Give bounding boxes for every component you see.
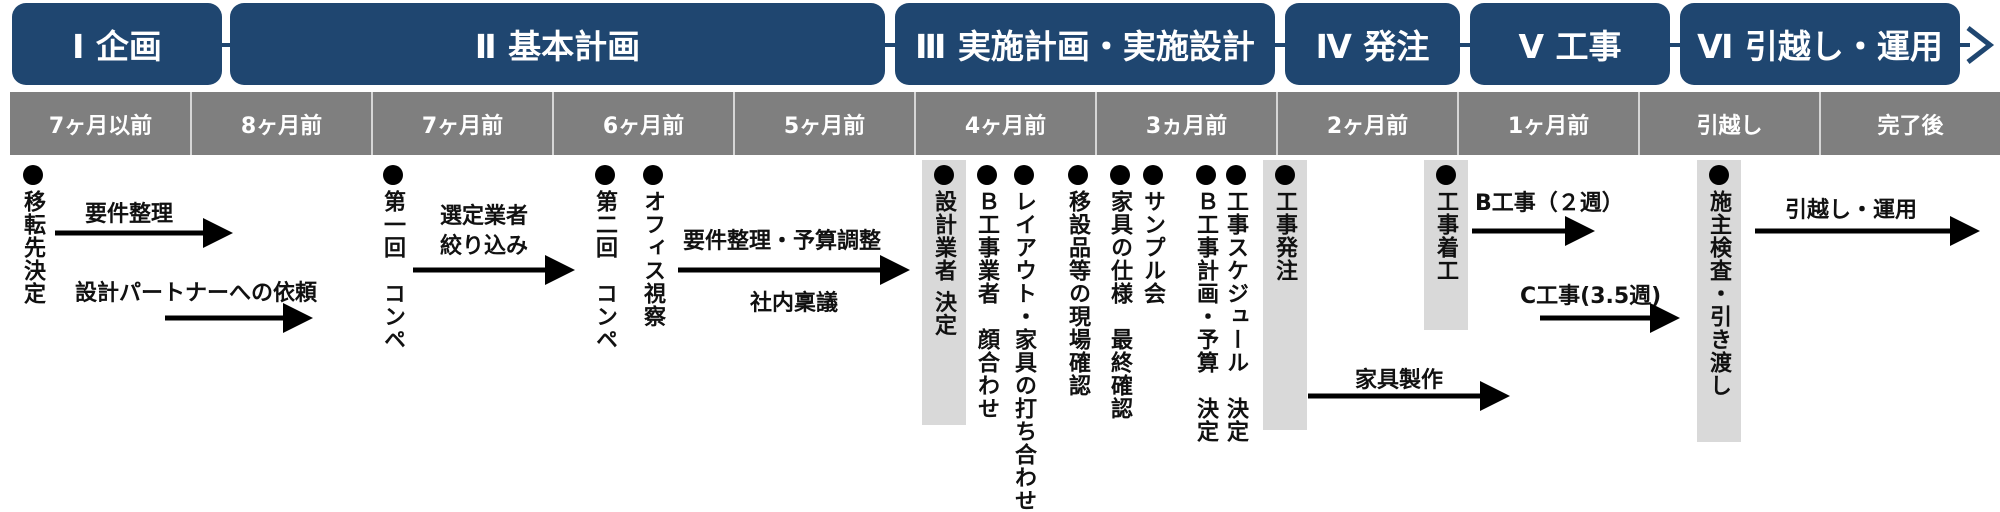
milestone-competition-2: 第二回 コンペ [592,190,617,351]
month-label: 5ヶ月前 [783,113,866,139]
phase-connector-line [880,43,900,47]
highlight-band [1263,160,1307,430]
month-separator [914,92,916,155]
arrow-label-requirements: 要件整理 [85,202,174,227]
phase-connector-line [1456,43,1476,47]
month-label: 6ヶ月前 [602,113,685,139]
phase-detailed-design: Ⅲ 実施計画・実施設計 [895,3,1275,85]
phase-connector-line [1668,43,1688,47]
milestone-dot [1709,165,1729,185]
milestone-office-visit: オフィス視察 [640,190,665,328]
month-label: 1ヶ月前 [1507,113,1590,139]
month-separator [552,92,554,155]
milestone-furniture-spec: 家具の仕様 最終確認 [1107,190,1132,420]
phase-move-operation: Ⅵ 引越し・運用 [1680,3,1960,85]
milestone-dot [383,165,403,185]
arrow-label-shortlist-2: 絞り込み [440,234,529,259]
milestone-layout-meeting: レイアウト・家具の打ち合わせ [1011,190,1036,512]
phase-connector-line [1272,43,1292,47]
milestone-dot [1014,165,1034,185]
arrow-label-design-partner: 設計パートナーへの依頼 [75,281,318,306]
milestone-competition-1: 第一回 コンペ [380,190,405,351]
milestone-dot [1196,165,1216,185]
milestone-dot [1226,165,1246,185]
arrow-label-shortlist-1: 選定業者 [440,204,529,229]
highlight-band [1697,160,1741,442]
month-bar [10,92,2000,155]
milestone-schedule-decided: 工事スケジュール 決定 [1223,190,1248,443]
milestone-dot [934,165,954,185]
milestone-dot [1143,165,1163,185]
arrow-label-furniture-production: 家具製作 [1355,368,1444,393]
month-separator [371,92,373,155]
phase-order: Ⅳ 発注 [1285,3,1460,85]
month-label: 3ヵ月前 [1145,113,1228,139]
month-separator [190,92,192,155]
phase-planning: Ⅰ 企画 [12,3,222,85]
milestone-site-check: 移設品等の現場確認 [1065,190,1090,397]
milestone-relocation-decided: 移転先決定 [20,190,45,305]
phase-construction: Ⅴ 工事 [1470,3,1670,85]
month-separator [1457,92,1459,155]
milestone-designer-decided: 設計業者 決定 [931,190,956,337]
milestone-construction-start: 工事着工 [1433,190,1458,282]
milestone-dot [643,165,663,185]
month-label: 引越し [1696,113,1763,139]
month-label: 完了後 [1877,113,1944,139]
month-separator [1819,92,1821,155]
arrow-label-b-work: B工事（２週） [1475,191,1624,216]
timeline-arrowhead-icon [1966,26,1995,64]
month-separator [733,92,735,155]
month-separator [1638,92,1640,155]
arrow-label-move-operation: 引越し・運用 [1785,198,1918,223]
month-label: 8ヶ月前 [240,113,323,139]
milestone-dot [1436,165,1456,185]
milestone-b-plan-budget: Ｂ工事計画・予算 決定 [1193,190,1218,443]
timeline-arrows [55,216,1980,411]
milestone-dot [1110,165,1130,185]
milestone-inspection-handover: 施主検査・引き渡し [1706,190,1731,397]
milestone-b-contractor: Ｂ工事業者 顔合わせ [974,190,999,420]
milestone-dot [977,165,997,185]
arrow-label-internal-approval: 社内稟議 [750,291,839,316]
highlight-band [922,160,966,425]
phase-basic-plan: Ⅱ 基本計画 [230,3,885,85]
arrow-label-req-budget: 要件整理・予算調整 [683,229,882,254]
milestone-dot [1275,165,1295,185]
milestone-dot [595,165,615,185]
arrow-label-c-work: C工事(3.5週) [1520,284,1662,309]
month-separator [1095,92,1097,155]
phase-connector-line [215,43,235,47]
phase-connector-line [1955,43,1970,47]
highlight-band [1424,160,1468,330]
month-label: 4ヶ月前 [964,113,1047,139]
milestone-sample-meeting: サンプル会 [1140,190,1165,305]
milestone-order: 工事発注 [1272,190,1297,282]
month-label: 7ヶ月前 [421,113,504,139]
milestone-dot [1068,165,1088,185]
month-separator [1276,92,1278,155]
milestone-dot [23,165,43,185]
month-label: 2ヶ月前 [1326,113,1409,139]
month-label: 7ヶ月以前 [48,113,153,139]
